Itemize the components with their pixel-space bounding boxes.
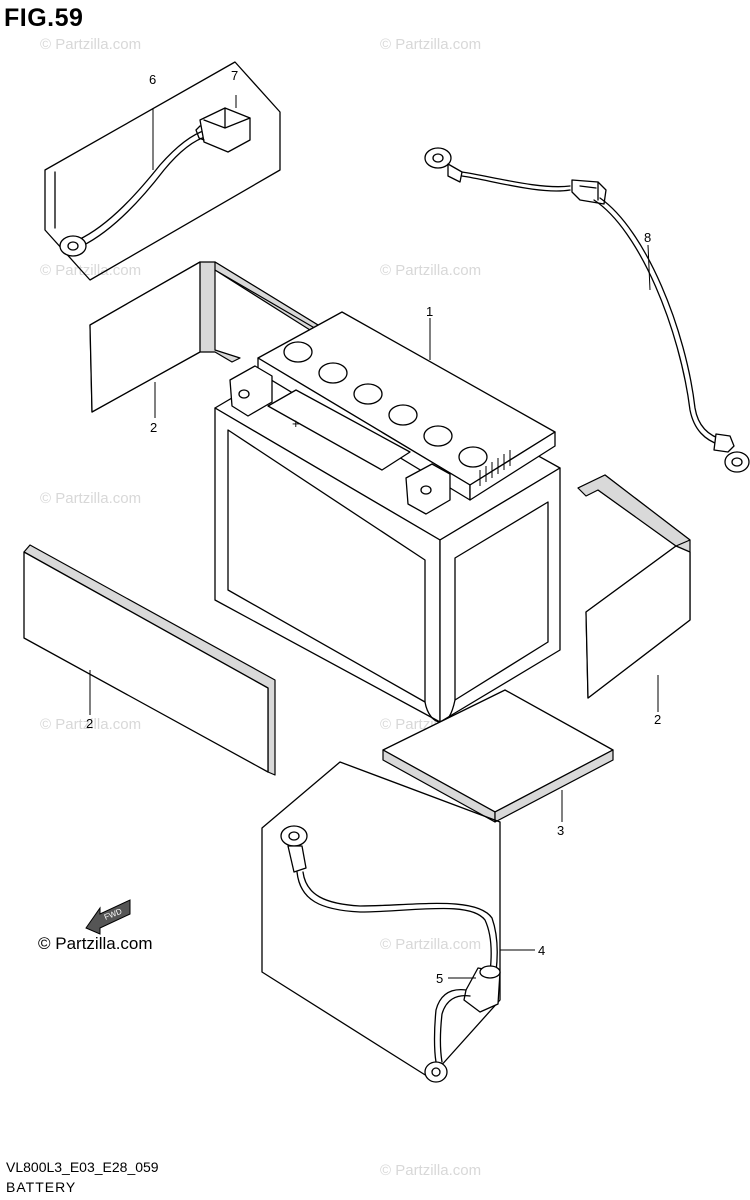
leader-lines: [89, 95, 659, 979]
callout-6: 6: [149, 72, 156, 87]
callout-3: 3: [557, 823, 564, 838]
part-2-pad-top-left: [89, 261, 319, 413]
callout-2-right: 2: [654, 712, 661, 727]
watermark: © Partzilla.com: [380, 1162, 482, 1179]
fig-title: FIG.59: [4, 4, 84, 32]
watermark: © Partzilla.com: [380, 36, 482, 53]
part-2-pad-right: [577, 474, 691, 699]
callout-7: 7: [231, 68, 238, 83]
part-6-7-panel: [44, 61, 281, 281]
callout-8: 8: [644, 230, 651, 245]
callout-4: 4: [538, 943, 545, 958]
svg-text:+: +: [292, 416, 300, 431]
part-8-lead-wire: [424, 147, 750, 473]
brand-label: © Partzilla.com: [38, 934, 153, 953]
figure-name: BATTERY: [6, 1179, 77, 1195]
watermark: © Partzilla.com: [40, 716, 142, 733]
fwd-arrow-icon: FWD: [85, 899, 131, 935]
watermark: © Partzilla.com: [40, 262, 142, 279]
callout-2-lower: 2: [86, 716, 93, 731]
watermark: © Partzilla.com: [380, 262, 482, 279]
callout-1: 1: [426, 304, 433, 319]
watermark: © Partzilla.com: [40, 490, 142, 507]
watermark: © Partzilla.com: [380, 936, 482, 953]
part-2-pad-lower-left: [23, 544, 276, 776]
callout-5: 5: [436, 971, 443, 986]
part-4-5-panel: [261, 761, 501, 1083]
part-3-pad-bottom: [382, 689, 614, 823]
battery-body: +: [214, 311, 561, 723]
watermark: © Partzilla.com: [40, 36, 142, 53]
figure-code: VL800L3_E03_E28_059: [6, 1159, 159, 1175]
callout-2-top: 2: [150, 420, 157, 435]
